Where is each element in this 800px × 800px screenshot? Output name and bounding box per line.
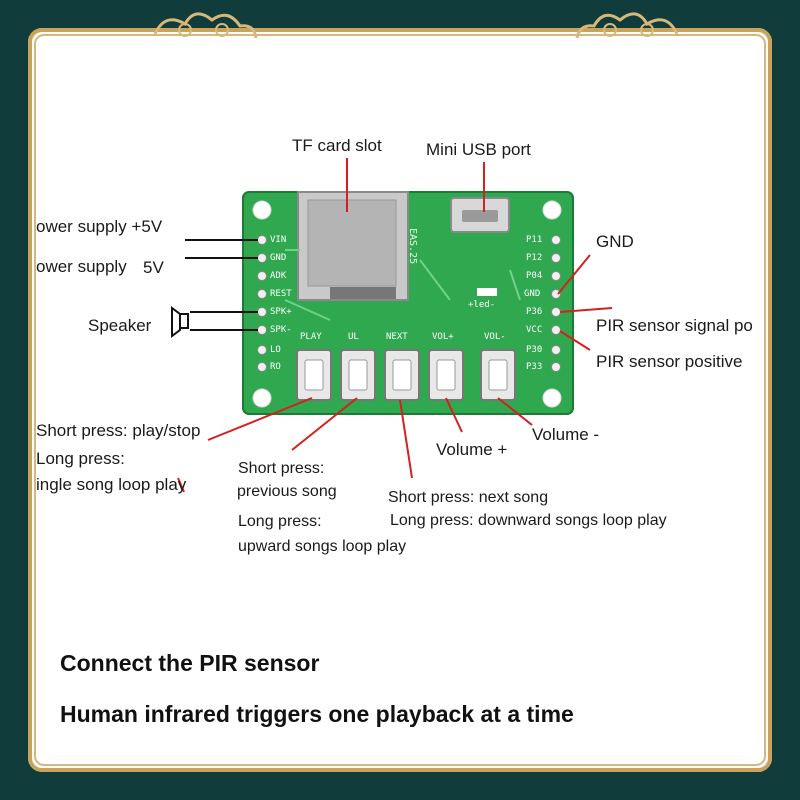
label-short-press-play: Short press: play/stop bbox=[36, 421, 201, 440]
label-pir-positive: PIR sensor positive bbox=[596, 352, 743, 371]
pin-label-p04: P04 bbox=[526, 271, 543, 281]
led-label: +led- bbox=[468, 300, 496, 310]
pin-label-vcc: VCC bbox=[526, 325, 543, 335]
pin-label-adk: ADK bbox=[270, 271, 287, 281]
label-power-supply-5v: 5V bbox=[143, 258, 164, 277]
led bbox=[477, 288, 497, 296]
tactile-buttons bbox=[296, 349, 516, 401]
silkscreen-code: EAS.25 bbox=[407, 228, 418, 265]
pin-label-gnd: GND bbox=[270, 253, 287, 263]
label-short-press-prev: Short press: bbox=[238, 460, 325, 477]
label-tf-card-slot: TF card slot bbox=[292, 136, 382, 155]
mount-hole bbox=[252, 388, 272, 408]
speaker-icon bbox=[171, 306, 189, 338]
pin-label-vin: VIN bbox=[270, 235, 287, 245]
label-gnd: GND bbox=[596, 232, 634, 251]
pin-label-p36: P36 bbox=[526, 307, 543, 317]
label-volume-plus: Volume + bbox=[436, 440, 508, 459]
wires bbox=[185, 239, 258, 331]
cloud-ornament-left bbox=[153, 12, 258, 39]
mount-hole bbox=[542, 200, 562, 220]
pin-label-spk-plus: SPK+ bbox=[270, 307, 292, 317]
button-label-vol-plus: VOL+ bbox=[432, 332, 454, 342]
pin-label-lo: LO bbox=[270, 345, 281, 355]
pin-label-p11: P11 bbox=[526, 235, 543, 245]
label-upward-loop: upward songs loop play bbox=[238, 538, 407, 555]
label-long-press-play: Long press: bbox=[36, 449, 125, 468]
footer-line-2: Human infrared triggers one playback at … bbox=[60, 701, 574, 727]
label-speaker: Speaker bbox=[88, 316, 152, 335]
pin-label-spk-minus: SPK- bbox=[270, 325, 292, 335]
label-short-press-next: Short press: next song bbox=[388, 489, 549, 506]
mount-hole bbox=[542, 388, 562, 408]
label-pir-signal: PIR sensor signal po bbox=[596, 316, 753, 335]
button-label-play: PLAY bbox=[300, 332, 322, 342]
label-long-press-prev: Long press: bbox=[238, 513, 322, 530]
label-volume-minus: Volume - bbox=[532, 425, 600, 444]
label-previous-song: previous song bbox=[237, 483, 337, 500]
label-mini-usb-port: Mini USB port bbox=[426, 140, 531, 159]
pin-label-p33: P33 bbox=[526, 362, 543, 372]
label-single-song-loop: ingle song loop play bbox=[36, 475, 187, 494]
label-power-supply-plus: ower supply +5V bbox=[36, 217, 163, 236]
right-pin-header bbox=[551, 235, 561, 372]
label-power-supply-gnd: ower supply bbox=[36, 257, 127, 276]
button-label-ul: UL bbox=[348, 332, 359, 342]
button-label-next: NEXT bbox=[386, 332, 408, 342]
pin-label-rest: REST bbox=[270, 289, 292, 299]
card-border bbox=[34, 34, 766, 766]
pin-label-gnd-right: GND bbox=[524, 289, 541, 299]
label-long-press-next: Long press: downward songs loop play bbox=[390, 512, 667, 529]
pin-label-p30: P30 bbox=[526, 345, 543, 355]
pin-label-p12: P12 bbox=[526, 253, 543, 263]
footer-line-1: Connect the PIR sensor bbox=[60, 650, 320, 676]
pin-label-ro: RO bbox=[270, 362, 281, 372]
cloud-ornament-right bbox=[575, 12, 679, 39]
pointer-lines bbox=[177, 158, 613, 493]
button-label-vol-minus: VOL- bbox=[484, 332, 506, 342]
mount-hole bbox=[252, 200, 272, 220]
